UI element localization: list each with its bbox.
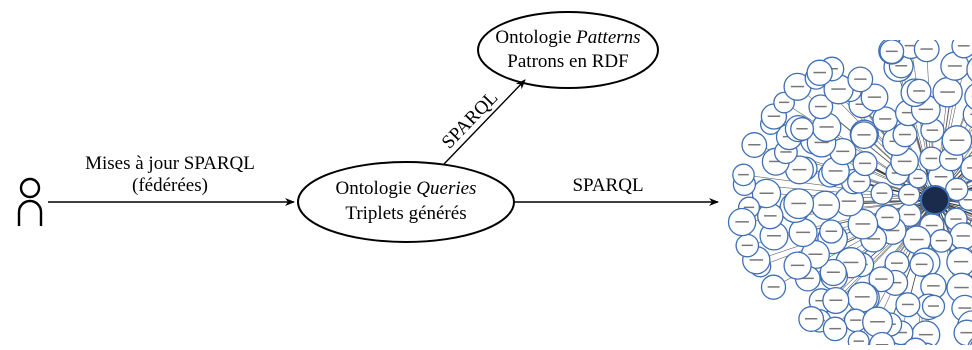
edge-label-updates: Mises à jour SPARQL xyxy=(85,153,255,174)
graph-hub-node xyxy=(921,186,949,214)
queries-node-title: Ontologie Queries xyxy=(336,178,477,199)
edge-label-sparql-patterns: SPARQL xyxy=(438,87,503,153)
person-icon xyxy=(19,179,41,226)
graph-node xyxy=(848,331,869,345)
queries-node-subtitle: Triplets générés xyxy=(345,203,466,224)
edge-label-federated: (fédérées) xyxy=(132,175,208,196)
patterns-node-subtitle: Patrons en RDF xyxy=(507,51,628,72)
queries-ontology-node: Ontologie Queries Triplets générés xyxy=(298,162,514,242)
knowledge-graph-icon xyxy=(729,33,972,345)
patterns-ontology-node: Ontologie Patterns Patrons en RDF xyxy=(478,12,658,88)
edge-label-sparql-graph: SPARQL xyxy=(572,175,643,196)
patterns-node-title: Ontologie Patterns xyxy=(495,27,640,48)
graph-nodes xyxy=(729,33,972,345)
